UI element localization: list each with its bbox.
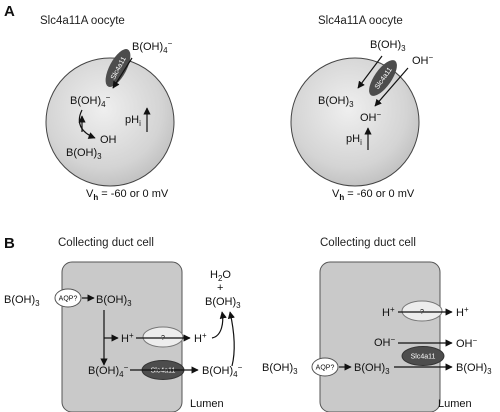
label-boric-acid-lumen-b-left: B(OH)3: [205, 296, 241, 310]
unknown-proton-transporter-right: [401, 300, 443, 322]
panel-b-right-title: Collecting duct cell: [320, 237, 416, 249]
oocyte-left: Slc4a11 B(OH)4− B(OH)4− OH B(OH)3 pHi Vh…: [45, 39, 175, 202]
label-borate-lumen-b-left: B(OH)4−: [202, 363, 243, 379]
oocyte-right: Slc4a11 B(OH)3 OH− B(OH)3 OH− pHi Vh = -…: [290, 39, 434, 202]
label-plus-b-left: +: [217, 282, 223, 294]
label-hydroxide-inside-right: OH−: [360, 110, 382, 124]
label-holding-potential-left: Vh = -60 or 0 mV: [86, 188, 169, 202]
label-lumen-b-left: Lumen: [190, 398, 224, 410]
arrow-borate-influx-left: [112, 57, 133, 89]
label-boric-acid-outside-b-right: B(OH)3: [262, 362, 298, 376]
label-proton-inside-b-left: H+: [121, 331, 134, 345]
panel-label-a: A: [4, 3, 15, 20]
slc4a11-transporter-b-right: [401, 346, 445, 366]
panel-label-b: B: [4, 235, 15, 252]
label-hydroxide-inside-b-right: OH−: [374, 335, 396, 349]
collecting-duct-cell-right: H+ ? H+ OH− OH− Slc4a11 B(OH)3 AQP? B(OH…: [262, 261, 492, 412]
slc4a11-transporter-b-left-label: Slc4a11: [151, 368, 176, 375]
arrow-hydroxide-influx-right: [374, 67, 409, 107]
aqp-channel-right-label: AQP?: [316, 365, 335, 372]
panel-a-left-title: Slc4a11A oocyte: [40, 15, 125, 27]
duct-cell-right-body: [319, 261, 441, 412]
unknown-proton-transporter-left: [142, 326, 184, 348]
label-holding-potential-right: Vh = -60 or 0 mV: [332, 188, 415, 202]
oocyte-right-cell: [290, 57, 420, 187]
aqp-channel-left-label: AQP?: [59, 296, 78, 303]
label-boric-acid-lumen-b-right: B(OH)3: [456, 362, 492, 376]
arrow-boric-acid-influx-right: [357, 55, 383, 89]
aqp-channel-left: [54, 288, 82, 308]
label-borate-outside-left: B(OH)4−: [132, 39, 173, 55]
label-proton-inside-b-right: H+: [382, 305, 395, 319]
panel-a-right-title: Slc4a11A oocyte: [318, 15, 403, 27]
arrow-proton-recombine-left: [211, 311, 227, 339]
aqp-channel-right: [311, 357, 339, 377]
label-proton-outside-b-right: H+: [456, 305, 469, 319]
label-boric-acid-outside-right: B(OH)3: [370, 39, 406, 53]
label-water-b-left: H2O: [210, 269, 231, 283]
arrow-borate-conversion-left: [78, 109, 96, 139]
label-hydroxide-product-left: OH: [100, 134, 117, 146]
label-lumen-b-right: Lumen: [438, 398, 472, 410]
label-phi-right: pHi: [346, 133, 362, 147]
collecting-duct-cell-left: B(OH)3 AQP? B(OH)3 H+ ? H+ H2O + B(OH)3 …: [4, 261, 243, 412]
arrow-borate-recombine-left: [227, 311, 235, 367]
label-hydroxide-outside-b-right: OH−: [456, 336, 478, 350]
label-hydroxide-outside-right: OH−: [412, 53, 434, 67]
label-boric-acid-outside-b-left: B(OH)3: [4, 294, 40, 308]
panel-b-left-title: Collecting duct cell: [58, 237, 154, 249]
label-boric-acid-inside-b-right: B(OH)3: [354, 362, 390, 376]
label-borate-inside-left: B(OH)4−: [70, 93, 111, 109]
label-boric-acid-inside-right: B(OH)3: [318, 95, 354, 109]
label-boric-acid-inside-b-left: B(OH)3: [96, 294, 132, 308]
oocyte-left-cell: [45, 57, 175, 187]
label-phi-left: pHi: [125, 114, 141, 128]
label-borate-inside-b-left: B(OH)4−: [88, 363, 129, 379]
slc4a11-transporter-left: Slc4a11: [105, 49, 131, 87]
label-boric-acid-product-left: B(OH)3: [66, 147, 102, 161]
slc4a11-transporter-b-right-label: Slc4a11: [411, 354, 436, 361]
label-proton-outside-b-left: H+: [194, 331, 207, 345]
